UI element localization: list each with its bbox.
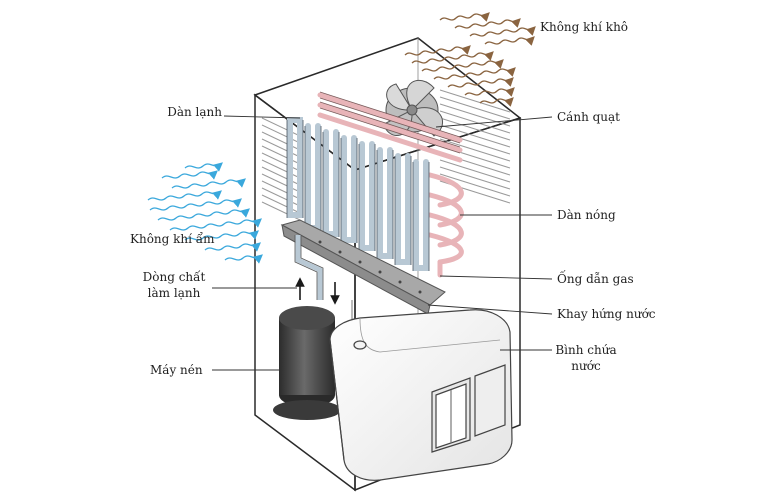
compressor [273,306,341,420]
humid-air-arrows [147,162,263,264]
label-compressor: Máy nén [150,363,203,377]
drip-tray [280,219,446,315]
refrigerant-pipes [295,235,323,300]
dry-air-arrows [404,12,536,107]
label-refrigerant-line2: làm lạnh [147,286,201,300]
label-drip-tray: Khay hứng nước [557,307,656,321]
leader-lines [212,115,553,371]
label-hot-coil: Dàn nóng [557,208,616,222]
water-tank [329,309,513,481]
label-humid-air: Không khí ẩm [130,232,215,246]
label-cold-coil: Dàn lạnh [167,105,222,119]
label-tank-line2: nước [571,359,601,373]
label-dry-air: Không khí khô [540,20,629,34]
cold-coil [287,117,429,271]
hot-coil [317,92,464,278]
label-tank-line1: Bình chứa [555,343,617,357]
label-refrigerant-line1: Dòng chất [142,270,206,284]
label-fan: Cánh quạt [557,110,620,124]
label-gas-pipe: Ống dẫn gas [557,272,634,286]
front-grille [261,117,301,221]
